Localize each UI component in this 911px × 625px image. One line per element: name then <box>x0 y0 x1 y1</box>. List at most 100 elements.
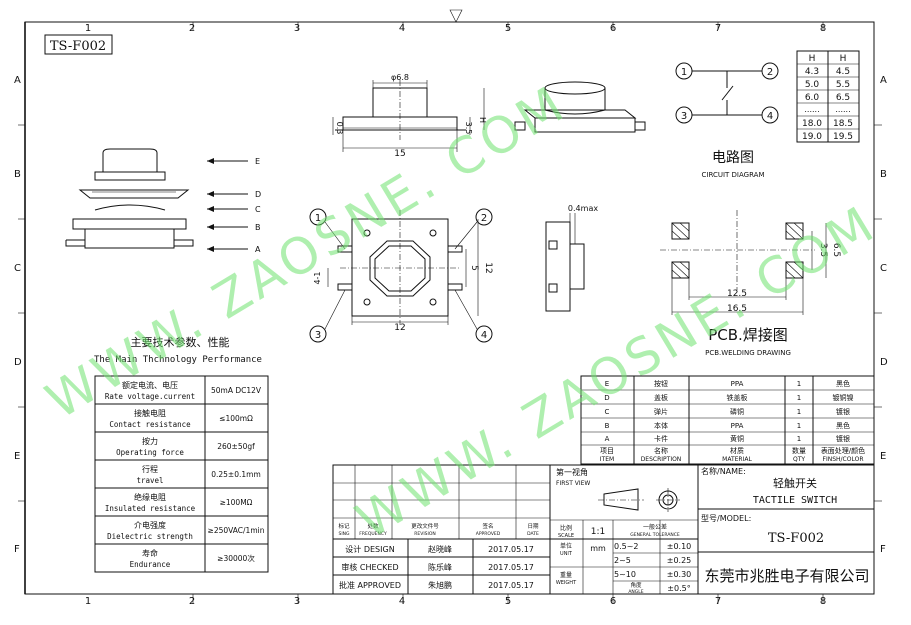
name-label: 名称/NAME: <box>701 466 746 476</box>
tol-value: ±0.10 <box>667 542 692 551</box>
front-pin: 2 <box>481 213 487 224</box>
performance-title-en: The Main Thchnology Performance <box>94 355 262 365</box>
dim-04max: 0.4max <box>568 204 598 213</box>
dim-height-left: 0.3 <box>335 122 344 135</box>
product-name-cn: 轻触开关 <box>773 476 817 490</box>
exploded-view: E D C B A <box>65 148 261 254</box>
bom-material: 黄铜 <box>730 434 744 443</box>
perf-param-cn: 按力 <box>142 436 158 446</box>
part-number: TS-F002 <box>50 39 106 54</box>
front-pin: 4 <box>481 330 487 341</box>
unit-en: UNIT <box>560 551 573 557</box>
col-label: 3 <box>294 23 300 34</box>
bom-finish: 黑色 <box>836 379 850 388</box>
perf-param-cn: 额定电流、电压 <box>122 380 178 390</box>
col-label: 1 <box>85 596 91 607</box>
bom-qty: 1 <box>797 394 801 402</box>
row-label: B <box>14 169 21 180</box>
row-label: F <box>880 544 886 555</box>
unit-value: mm <box>590 544 606 553</box>
bom-item: E <box>605 380 609 388</box>
dim-width: 15 <box>394 149 405 159</box>
perf-param-en: Rate voltage.current <box>105 392 195 401</box>
perf-param-cn: 寿命 <box>142 548 158 558</box>
side-view: 0.4max <box>545 204 598 312</box>
first-angle-symbol <box>598 488 680 512</box>
row-label: F <box>14 544 20 555</box>
tb-header-en: REVISION <box>414 531 435 537</box>
design-label: 设计 DESIGN <box>345 544 394 554</box>
row-label: A <box>14 75 21 86</box>
height-table-cell: 18.5 <box>833 119 853 129</box>
perf-value: ≤100mΩ <box>219 414 253 423</box>
dim-h: H <box>478 117 487 123</box>
title-block: 标记 SING 处数 FREQUENCY 更改文件号 REVISION 签名 A… <box>332 464 875 595</box>
watermark-text: WWW. ZAOSNE. COM <box>36 74 576 430</box>
bom-material: 磷铜 <box>730 407 744 416</box>
col-label: 7 <box>715 23 721 34</box>
perf-value: ≥250VAC/1min <box>208 526 265 535</box>
height-table-cell: 19.0 <box>802 132 822 142</box>
row-label: B <box>880 169 887 180</box>
watermark: WWW. ZAOSNE. COM WWW. ZAOSNE. COM <box>36 74 886 550</box>
height-table-cell: 6.0 <box>805 93 820 103</box>
bom-header-en: ITEM <box>600 456 614 463</box>
bom-header-cn: 数量 <box>792 446 806 455</box>
perf-param-cn: 绝缘电阻 <box>134 492 166 502</box>
tb-header-en: FREQUENCY <box>359 531 387 537</box>
circuit-diagram: 1 2 3 4 电路图 CIRCUIT DIAGRAM <box>675 62 779 179</box>
height-table-cell: ...... <box>804 105 819 114</box>
row-label: D <box>880 357 888 368</box>
circuit-pin: 4 <box>767 111 773 122</box>
dim-16-5: 16.5 <box>727 304 747 314</box>
tol-value: ±0.30 <box>667 570 692 579</box>
dim-3-5: 3.5 <box>818 243 828 257</box>
front-pin: 1 <box>315 213 321 224</box>
tol-range: 0.5~2 <box>614 542 639 551</box>
bom-qty: 1 <box>797 380 801 388</box>
circuit-pin: 3 <box>681 111 687 122</box>
col-label: 1 <box>85 23 91 34</box>
dim-diameter: φ6.8 <box>391 73 409 82</box>
bom-finish: 镀银 <box>836 407 850 416</box>
tb-header-cn: 标记 <box>338 522 350 530</box>
tb-header-en: APPROVED <box>476 531 501 537</box>
company-name: 东莞市兆胜电子有限公司 <box>704 567 869 585</box>
bom-desc: 卡件 <box>654 434 668 443</box>
exploded-label: A <box>255 245 261 254</box>
performance-table: 主要技术参数、性能 The Main Thchnology Performanc… <box>94 335 269 573</box>
tol-value: ±0.25 <box>667 556 692 565</box>
row-label: A <box>880 75 887 86</box>
bom-header-en: QTY <box>793 456 805 463</box>
col-label: 2 <box>189 23 195 34</box>
height-table-cell: 6.5 <box>836 93 850 103</box>
perf-param-en: travel <box>136 476 163 485</box>
col-label: 4 <box>399 596 405 607</box>
col-label: 4 <box>399 23 405 34</box>
bom-qty: 1 <box>797 422 801 430</box>
perf-param-en: Endurance <box>130 560 171 569</box>
front-view: 1 2 3 4 12 12 5 4-1 <box>309 208 493 343</box>
bom-qty: 1 <box>797 408 801 416</box>
checked-name: 陈乐峰 <box>428 562 452 572</box>
bom-desc: 按钮 <box>654 379 668 388</box>
model-label: 型号/MODEL: <box>701 514 751 523</box>
col-label: 8 <box>820 23 826 34</box>
bom-item: D <box>604 394 609 402</box>
height-table-cell: 5.0 <box>805 80 820 90</box>
perf-param-en: Insulated resistance <box>105 504 196 513</box>
height-table-header: H <box>840 54 847 64</box>
bom-material: PPA <box>731 380 744 388</box>
bom-finish: 黑色 <box>836 421 850 430</box>
checked-label: 审核 CHECKED <box>341 562 398 572</box>
dim-12-right: 12 <box>483 262 493 273</box>
circuit-title-cn: 电路图 <box>712 150 754 166</box>
row-label: D <box>14 357 22 368</box>
bom-finish: 镀铜镍 <box>833 393 854 402</box>
perf-param-en: Dielectric strength <box>107 532 193 541</box>
tb-header-en: DATE <box>527 531 539 537</box>
height-table-cell: 19.5 <box>833 132 853 142</box>
exploded-label: D <box>255 190 261 199</box>
bom-item: A <box>605 435 610 443</box>
dim-pitch: 4-1 <box>313 271 322 284</box>
